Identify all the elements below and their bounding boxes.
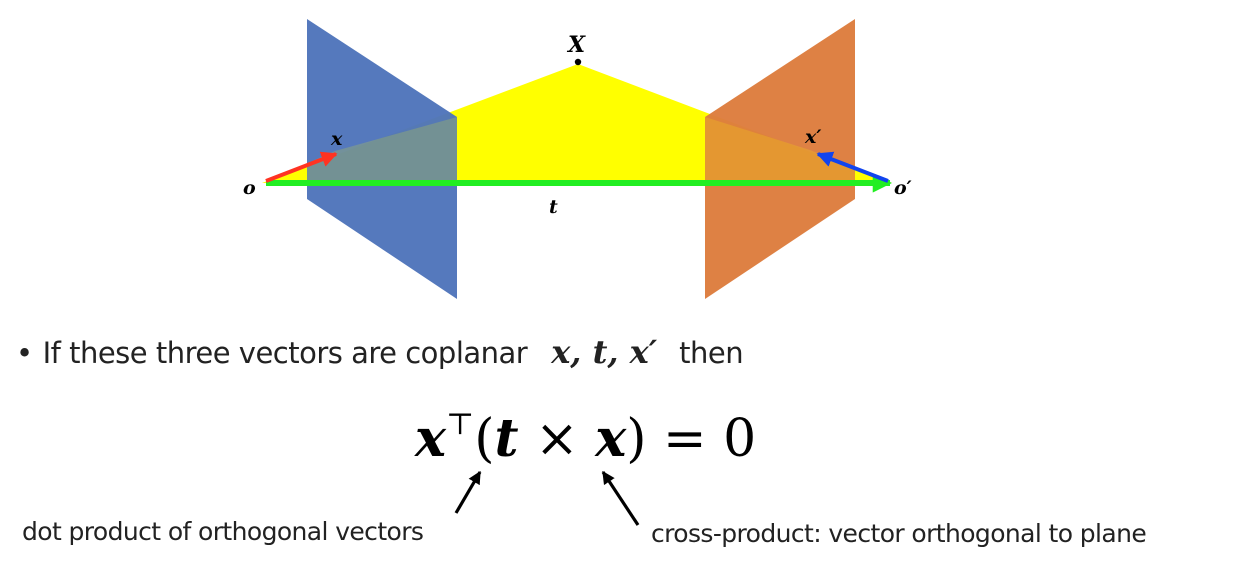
bullet-point: • bbox=[16, 336, 33, 370]
label-x: x bbox=[330, 128, 343, 150]
dot-product-pointer bbox=[454, 470, 482, 514]
left-overlap bbox=[262, 117, 457, 183]
label-o: o bbox=[243, 177, 256, 199]
statement-vectors: x, t, x′ bbox=[551, 333, 658, 371]
label-x-prime: x′ bbox=[804, 126, 821, 148]
eq-rhs: = 0 bbox=[646, 409, 757, 469]
eq-x2: x bbox=[595, 408, 627, 469]
left-image-plane bbox=[307, 19, 457, 299]
label-o-prime: o′ bbox=[894, 177, 912, 199]
label-X: X bbox=[566, 32, 586, 58]
eq-times: × bbox=[518, 409, 596, 469]
dot-product-caption: dot product of orthogonal vectors bbox=[22, 517, 424, 546]
epipolar-constraint-equation: x⊤(t × x) = 0 bbox=[415, 406, 757, 469]
label-t: t bbox=[549, 196, 558, 218]
cross-product-pointer bbox=[601, 470, 640, 526]
x-arrow bbox=[265, 151, 338, 183]
eq-close-paren: ) bbox=[626, 409, 647, 469]
right-image-plane bbox=[705, 19, 855, 299]
eq-transpose: ⊤ bbox=[446, 406, 475, 442]
eq-x: x bbox=[415, 408, 447, 469]
cross-product-caption: cross-product: vector orthogonal to plan… bbox=[651, 519, 1147, 548]
coplanarity-statement: • If these three vectors are coplanar x, t… bbox=[16, 333, 744, 371]
statement-suffix: then bbox=[679, 336, 744, 370]
eq-open-paren: ( bbox=[474, 409, 495, 469]
eq-t: t bbox=[494, 408, 519, 469]
statement-prefix: If these three vectors are coplanar bbox=[42, 336, 528, 370]
x-prime-arrow bbox=[816, 151, 889, 183]
point-X bbox=[574, 58, 582, 66]
